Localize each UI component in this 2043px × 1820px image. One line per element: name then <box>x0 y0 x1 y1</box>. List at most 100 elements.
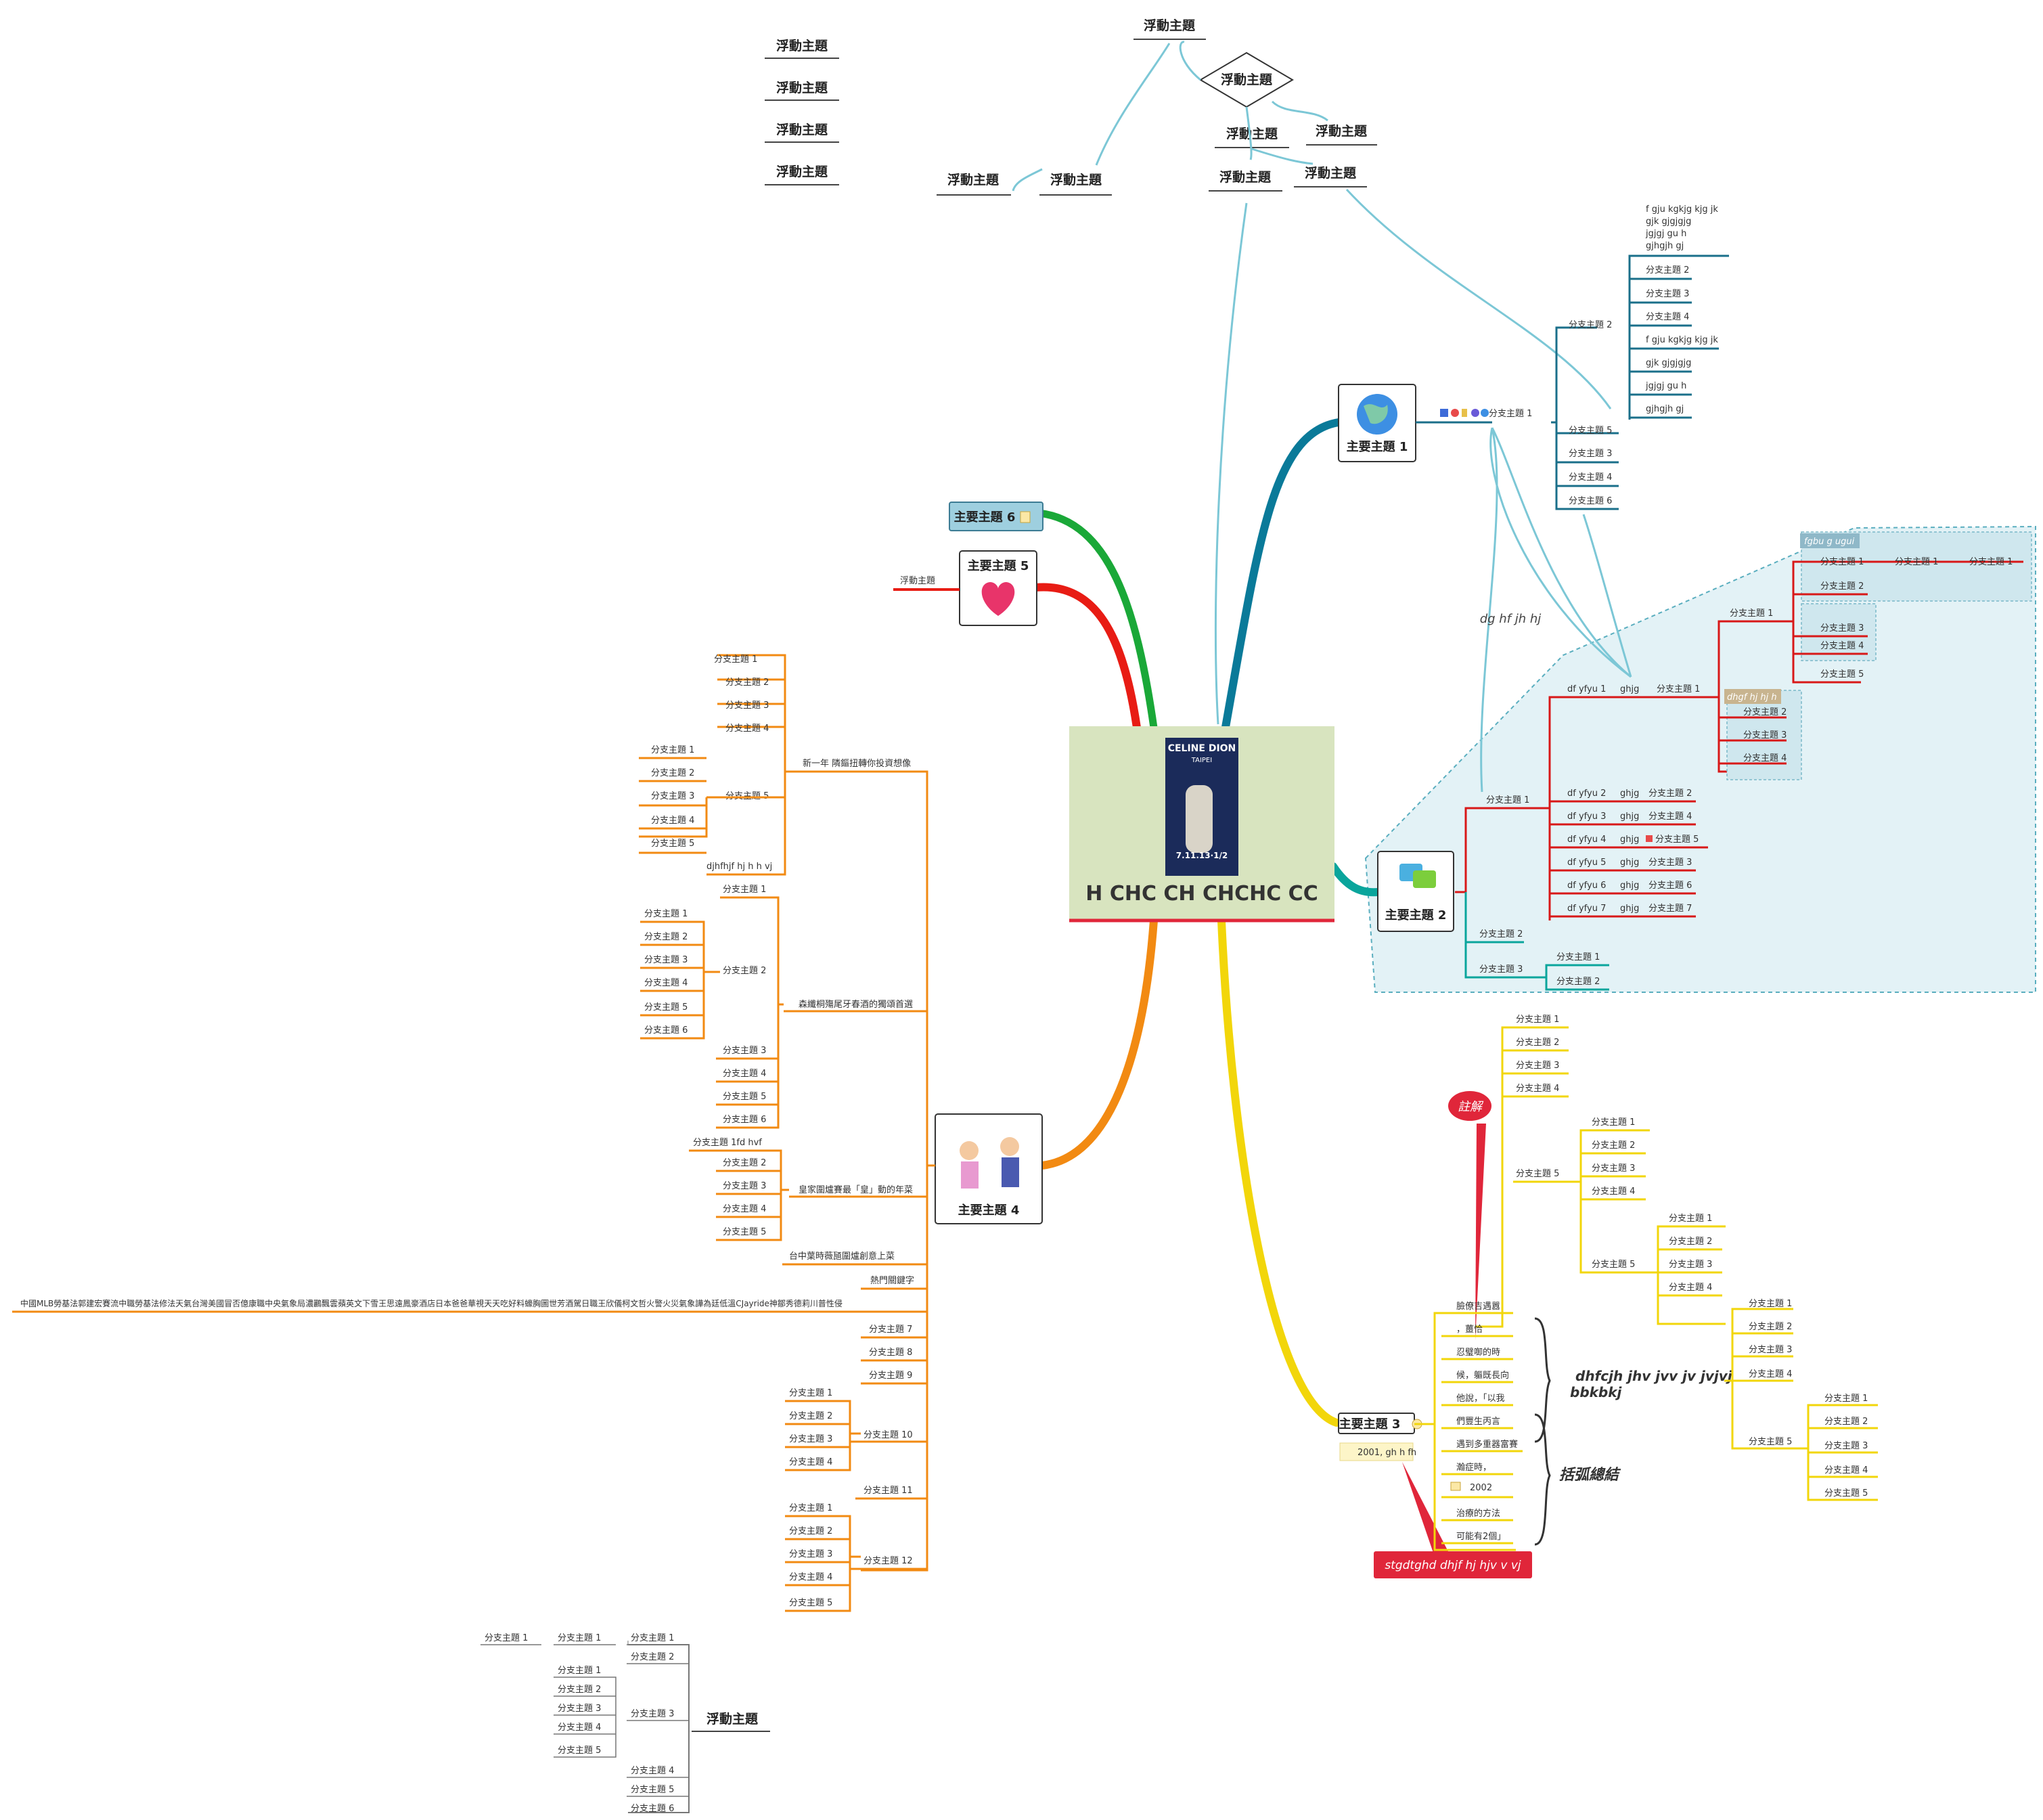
t2-sub3-child2[interactable]: 分支主題 2 <box>1556 977 1600 987</box>
svg-text:分支主題 5: 分支主題 5 <box>558 1746 601 1756</box>
svg-text:分支主題 3: 分支主題 3 <box>1743 730 1787 740</box>
summary-tag[interactable] <box>1800 533 1860 548</box>
svg-text:f gju kgkjg kjg jk: f gju kgkjg kjg jk <box>1646 204 1718 215</box>
svg-text:分支主題 3: 分支主題 3 <box>1648 858 1692 868</box>
svg-text:分支主題 4: 分支主題 4 <box>1592 1186 1635 1197</box>
branch-to-topic1 <box>1221 418 1343 735</box>
svg-text:分支主題 5: 分支主題 5 <box>631 1785 674 1795</box>
svg-text:分支主題 4: 分支主題 4 <box>1743 753 1787 763</box>
svg-text:分支主題 3: 分支主題 3 <box>644 955 688 965</box>
note-icon <box>1020 511 1031 523</box>
t2-sub3-child1[interactable]: 分支主題 1 <box>1556 952 1600 962</box>
svg-text:分支主題 5: 分支主題 5 <box>1516 1169 1559 1179</box>
floating-topic[interactable]: 浮動主題 <box>1050 172 1102 187</box>
callout-tag-label: 註解 <box>1458 1100 1484 1114</box>
svg-text:ghjg: ghjg <box>1620 684 1639 694</box>
svg-text:瀚症時，: 瀚症時， <box>1456 1463 1491 1473</box>
central-title: H CHC CH CHCHC CC <box>1085 882 1318 906</box>
svg-text:分支主題 4: 分支主題 4 <box>644 978 688 988</box>
poster-date: 7.11.13·1/2 <box>1176 851 1228 860</box>
floating-topic[interactable]: 浮動主題 <box>776 80 828 95</box>
svg-text:分支主題 4: 分支主題 4 <box>1648 812 1692 822</box>
svg-text:分支主題 1: 分支主題 1 <box>631 1633 674 1643</box>
floating-topic[interactable]: 浮動主題 <box>1226 126 1278 141</box>
t3-sub-lower: 分支主題 1 分支主題 2 分支主題 3 分支主題 4 分支主題 5 分支主題 … <box>1732 1299 1878 1499</box>
floating-topic[interactable]: 浮動主題 <box>1144 18 1196 33</box>
floating-topic[interactable]: 浮動主題 <box>1316 123 1368 139</box>
svg-text:分支主題 3: 分支主題 3 <box>723 1181 766 1191</box>
floating-topic[interactable]: 浮動主題 <box>900 576 935 586</box>
floating-topic[interactable]: 浮動主題 <box>776 38 828 53</box>
summary-tag[interactable] <box>1724 689 1781 704</box>
svg-text:森纖桐殤尾牙春酒的獨頌首選: 森纖桐殤尾牙春酒的獨頌首選 <box>799 999 913 1010</box>
svg-text:分支主題 4: 分支主題 4 <box>789 1457 832 1467</box>
svg-text:臉僚吉遇囂: 臉僚吉遇囂 <box>1456 1302 1500 1312</box>
svg-text:台中葉時薇瓸圍爐創意上菜: 台中葉時薇瓸圍爐創意上菜 <box>789 1251 895 1262</box>
svg-text:ghjg: ghjg <box>1620 858 1639 868</box>
svg-text:皇家圍爐賽最「皇」動的年菜: 皇家圍爐賽最「皇」動的年菜 <box>799 1184 913 1195</box>
floating-topic[interactable]: 浮動主題 <box>776 164 828 179</box>
topic4-label: 主要主題 4 <box>958 1203 1020 1218</box>
people-illustration-icon <box>960 1141 979 1160</box>
svg-text:分支主題 5: 分支主題 5 <box>1820 669 1864 680</box>
svg-text:分支主題 3: 分支主題 3 <box>651 791 694 801</box>
svg-text:分支主題 2: 分支主題 2 <box>1749 1322 1792 1332</box>
svg-text:分支主題 2: 分支主題 2 <box>631 1652 674 1662</box>
floating-topic[interactable]: 浮動主題 <box>1305 165 1357 181</box>
callout-tag[interactable] <box>1448 1091 1491 1121</box>
svg-text:分支主題 12: 分支主題 12 <box>863 1556 913 1566</box>
svg-text:分支主題 5: 分支主題 5 <box>644 1002 688 1013</box>
topic6-node[interactable] <box>949 502 1043 531</box>
svg-text:分支主題 6: 分支主題 6 <box>1569 496 1612 506</box>
svg-text:候，軀既長向: 候，軀既長向 <box>1456 1370 1509 1381</box>
floating-cluster-top: 浮動主題 浮動主題 浮動主題 浮動主題 浮動主題 浮動主題 浮動主題 浮動主題 <box>937 18 1612 725</box>
t1-sub-list: 分支主題 5 分支主題 3 分支主題 4 分支主題 6 <box>1556 426 1619 510</box>
svg-text:分支主題 4: 分支主題 4 <box>723 1069 766 1079</box>
svg-text:分支主題 5: 分支主題 5 <box>723 1227 766 1237</box>
floating-topic[interactable]: 浮動主題 <box>1219 169 1272 185</box>
floating-topic[interactable]: 浮動主題 <box>706 1711 759 1727</box>
svg-text:分支主題 1: 分支主題 1 <box>1969 557 2013 567</box>
floating-topic[interactable]: 浮動主題 <box>947 172 1000 187</box>
t1-sub2[interactable]: 分支主題 2 <box>1569 320 1612 330</box>
t1-sub1[interactable]: 分支主題 1 <box>1489 409 1532 419</box>
svg-text:分支主題 3: 分支主題 3 <box>1824 1441 1868 1451</box>
svg-text:分支主題 5: 分支主題 5 <box>789 1598 832 1608</box>
svg-text:分支主題 1: 分支主題 1 <box>1730 608 1773 619</box>
topic2-label: 主要主題 2 <box>1385 908 1447 923</box>
svg-text:分支主題 2: 分支主題 2 <box>1669 1237 1712 1247</box>
t1-sub2-children: f gju kgkjg kjg jk gjk gjgjgjg jgjgj gu … <box>1628 204 1729 420</box>
svg-text:分支主題 6: 分支主題 6 <box>723 1115 766 1125</box>
bottom-floating-tree: 浮動主題 分支主題 1 分支主題 1 分支主題 1 分支主題 2 分支主題 3 … <box>480 1633 770 1814</box>
t2-sub1[interactable]: 分支主題 1 <box>1486 795 1529 805</box>
svg-text:分支主題 8: 分支主題 8 <box>869 1348 912 1358</box>
svg-text:分支主題 3: 分支主題 3 <box>1820 623 1864 634</box>
svg-text:djhfhjf hj h h vj: djhfhjf hj h h vj <box>706 862 772 872</box>
svg-text:分支主題 2: 分支主題 2 <box>1646 265 1689 275</box>
note-box[interactable] <box>1339 1442 1414 1461</box>
svg-text:分支主題 4: 分支主題 4 <box>1820 641 1864 651</box>
svg-text:jgjgj gu h: jgjgj gu h <box>1645 381 1686 391</box>
svg-text:分支主題 3: 分支主題 3 <box>1749 1345 1792 1355</box>
svg-text:分支主題 1: 分支主題 1 <box>651 745 694 755</box>
t2-sub2[interactable]: 分支主題 2 <box>1479 929 1523 939</box>
callout-bottom-label: stgdtghd dhjf hj hjv v vj <box>1385 1559 1521 1572</box>
callout-bottom[interactable] <box>1374 1551 1532 1578</box>
svg-text:分支主題 2: 分支主題 2 <box>789 1411 832 1421</box>
t2-sub3[interactable]: 分支主題 3 <box>1479 964 1523 975</box>
svg-text:分支主題 10: 分支主題 10 <box>863 1430 913 1440</box>
svg-text:分支主題 1: 分支主題 1 <box>1895 557 1938 567</box>
svg-text:分支主題 1: 分支主題 1 <box>1669 1214 1712 1224</box>
svg-text:新一年 隣鏂扭轉你投資想像: 新一年 隣鏂扭轉你投資想像 <box>803 758 911 769</box>
svg-text:分支主題 3: 分支主題 3 <box>1592 1163 1635 1174</box>
t2-deep-branch: 分支主題 1 fgbu g ugui 分支主題 1 分支主題 1 分支主題 1 … <box>1719 531 2032 780</box>
branch-to-topic5 <box>1031 583 1141 732</box>
svg-text:分支主題 5: 分支主題 5 <box>1592 1260 1635 1270</box>
svg-text:分支主題 4: 分支主題 4 <box>725 724 769 734</box>
floating-topic[interactable]: 浮動主題 <box>776 122 828 137</box>
svg-text:分支主題 11: 分支主題 11 <box>863 1486 913 1496</box>
t2-rows: df yfyu 1 ghjg 分支主題 1 df yfyu 2 ghjg 分支主… <box>1550 684 1708 918</box>
svg-text:分支主題 2: 分支主題 2 <box>1820 581 1864 592</box>
svg-text:分支主題 2: 分支主題 2 <box>723 966 766 976</box>
svg-text:dhgf hj hj h: dhgf hj hj h <box>1727 692 1777 703</box>
